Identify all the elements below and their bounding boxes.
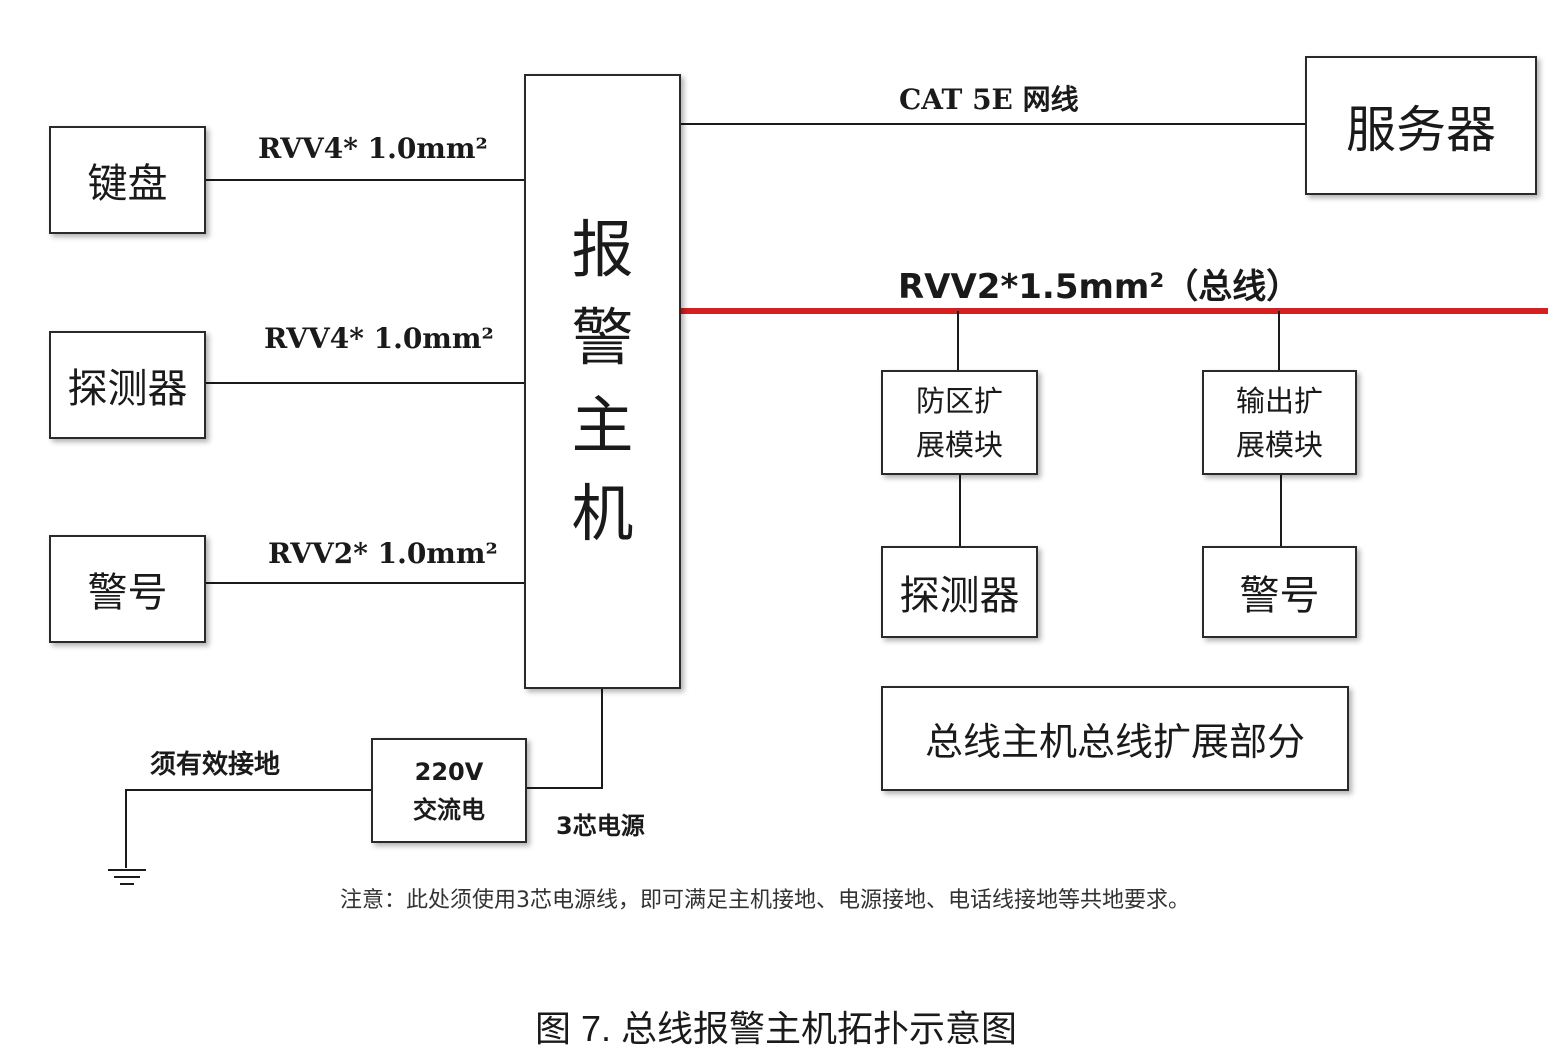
server-box: 服务器 — [1305, 56, 1537, 195]
power-type: 交流电 — [413, 795, 485, 824]
detector-cable-label: RVV4* 1.0mm² — [264, 322, 494, 355]
bus-siren-box: 警号 — [1202, 546, 1357, 638]
host-char: 机 — [571, 476, 634, 550]
ground-label: 须有效接地 — [150, 750, 281, 780]
siren-cable-label: RVV2* 1.0mm² — [268, 537, 498, 570]
power-box: 220V 交流电 — [371, 738, 527, 843]
power-core-label: 3芯电源 — [556, 812, 645, 840]
output-expander-box: 输出扩 展模块 — [1202, 370, 1357, 475]
keyboard-cable-label: RVV4* 1.0mm² — [258, 132, 488, 165]
alarm-host-box: 报 警 主 机 — [524, 74, 681, 689]
power-voltage: 220V — [414, 757, 484, 786]
ground-link — [125, 789, 371, 868]
note-text: 注意：此处须使用3芯电源线，即可满足主机接地、电源接地、电话线接地等共地要求。 — [340, 888, 1190, 913]
output-expander-line2: 展模块 — [1235, 427, 1323, 462]
host-char: 报 — [571, 212, 634, 286]
zone-expander-line2: 展模块 — [915, 427, 1003, 462]
bus-siren-label: 警号 — [1239, 573, 1320, 619]
detector-label: 探测器 — [67, 366, 188, 412]
siren-label: 警号 — [87, 570, 168, 616]
keyboard-label: 键盘 — [87, 161, 168, 207]
network-cable-label: CAT 5E 网线 — [895, 78, 1083, 118]
server-label: 服务器 — [1346, 100, 1496, 159]
detector-box: 探测器 — [49, 331, 206, 439]
bus-cable-label: RVV2*1.5mm²（总线） — [898, 267, 1301, 307]
host-char: 主 — [571, 388, 634, 462]
figure-caption: 图 7. 总线报警主机拓扑示意图 — [535, 1008, 1018, 1049]
zone-expander-box: 防区扩 展模块 — [881, 370, 1038, 475]
power-link — [527, 688, 603, 789]
bus-section-box: 总线主机总线扩展部分 — [881, 686, 1349, 791]
bus-section-label: 总线主机总线扩展部分 — [924, 720, 1305, 764]
keyboard-box: 键盘 — [49, 126, 206, 234]
zone-expander-line1: 防区扩 — [915, 383, 1003, 418]
siren-box: 警号 — [49, 535, 206, 643]
output-expander-line1: 输出扩 — [1235, 383, 1323, 418]
bus-detector-label: 探测器 — [899, 573, 1020, 619]
ground-icon — [108, 869, 146, 885]
bus-detector-box: 探测器 — [881, 546, 1038, 638]
host-char: 警 — [571, 300, 634, 374]
